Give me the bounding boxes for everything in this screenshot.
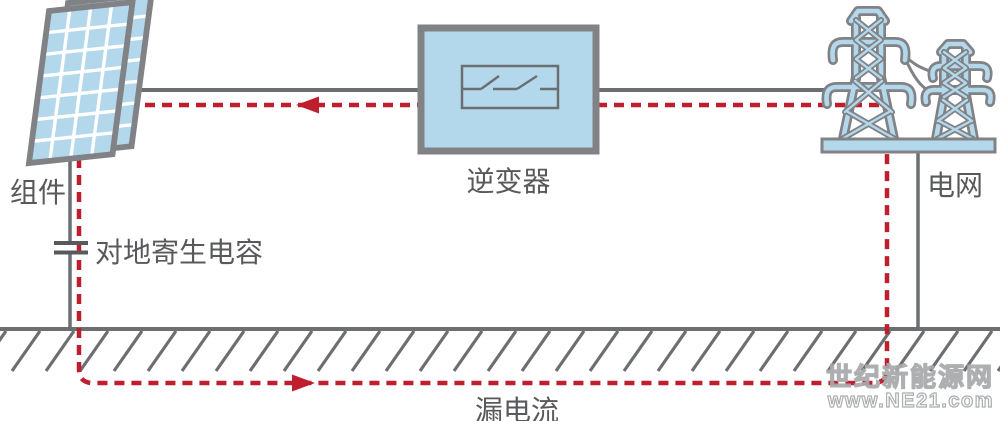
- ground-hatch-line: [520, 330, 552, 372]
- ground-hatch-line: [452, 330, 484, 372]
- grid-label: 电网: [927, 170, 984, 201]
- ground-hatch-line: [486, 330, 518, 372]
- ground-hatch-line: [180, 330, 212, 372]
- leakage-current-label: 漏电流: [474, 395, 559, 421]
- ground-hatch-line: [894, 330, 926, 372]
- ground-hatch-line: [384, 330, 416, 372]
- leakage-arrow-right-icon: [292, 374, 315, 392]
- ground-hatch-line: [10, 330, 42, 372]
- ground-hatch-line: [860, 330, 892, 372]
- ground-hatch-line: [44, 330, 76, 372]
- module-label: 组件: [10, 177, 67, 208]
- leakage-arrow-left-icon: [296, 96, 319, 114]
- ground-hatch-line: [588, 330, 620, 372]
- ground-hatch-line: [622, 330, 654, 372]
- tower-base-platform: [820, 137, 997, 154]
- pv-panel-front-icon: [25, 0, 136, 167]
- ground-hatch-line: [316, 330, 348, 372]
- watermark: 世纪新能源网 www.NE21.com: [825, 362, 994, 412]
- ground-hatch-line: [554, 330, 586, 372]
- ground-hatch-line: [350, 330, 382, 372]
- ground-hatch-line: [826, 330, 858, 372]
- ground-hatch-line: [724, 330, 756, 372]
- ground-hatch-line: [0, 330, 8, 343]
- ground-hatch-line: [656, 330, 688, 372]
- parasitic-capacitance-label: 对地寄生电容: [95, 237, 264, 268]
- switch-symbol-icon: [462, 74, 558, 91]
- ground-hatch-line: [248, 330, 280, 372]
- ground-hatching: [0, 330, 1000, 372]
- ground-hatch-line: [962, 330, 994, 372]
- ground-hatch-line: [282, 330, 314, 372]
- ground-hatch-line: [214, 330, 246, 372]
- ground-hatch-line: [792, 330, 824, 372]
- ground-hatch-line: [928, 330, 960, 372]
- ground-hatch-line: [758, 330, 790, 372]
- watermark-site-url: www.NE21.com: [827, 389, 994, 412]
- watermark-site-name: 世纪新能源网: [825, 362, 994, 392]
- ground-hatch-line: [418, 330, 450, 372]
- ground-hatch-line: [690, 330, 722, 372]
- ground-hatch-line: [78, 330, 110, 372]
- ground-hatch-line: [112, 330, 144, 372]
- inverter-icon: [417, 24, 600, 155]
- transmission-towers-icon: [820, 11, 997, 154]
- inverter-label: 逆变器: [466, 166, 551, 197]
- ground-hatch-line: [146, 330, 178, 372]
